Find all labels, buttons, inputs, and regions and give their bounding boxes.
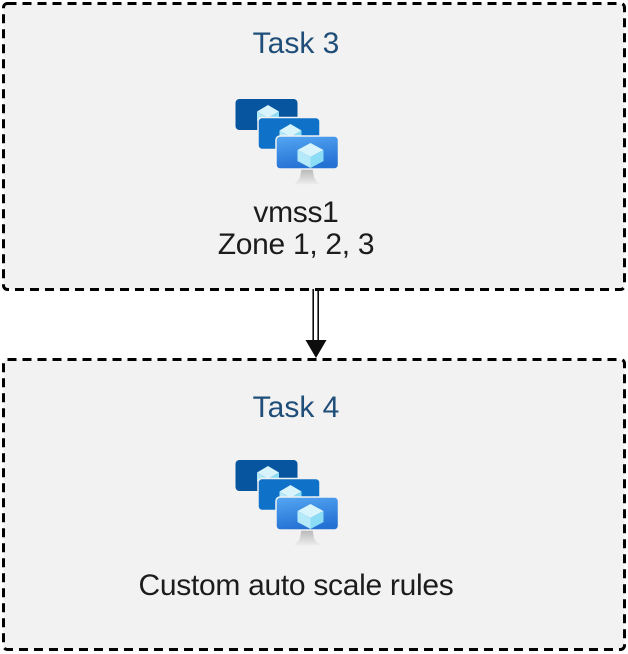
task4-box: Task 4 bbox=[2, 358, 626, 651]
cube-front bbox=[297, 504, 324, 529]
vm-scale-sets-icon bbox=[235, 460, 339, 547]
task4-caption: Custom auto scale rules bbox=[139, 570, 454, 602]
down-arrow bbox=[305, 289, 327, 358]
vm-scale-sets-icon bbox=[235, 99, 339, 186]
task3-content: Task 3 bbox=[0, 2, 608, 261]
cube-front bbox=[297, 143, 324, 168]
task3-box: Task 3 bbox=[2, 2, 626, 291]
zones-label: Zone 1, 2, 3 bbox=[217, 228, 375, 261]
task4-content: Task 4 bbox=[0, 358, 608, 602]
autoscale-rules-label: Custom auto scale rules bbox=[138, 569, 454, 602]
task3-caption: vmss1 Zone 1, 2, 3 bbox=[218, 197, 375, 261]
task4-title: Task 4 bbox=[252, 391, 340, 424]
task3-title: Task 3 bbox=[252, 27, 340, 60]
vmss-name-label: vmss1 bbox=[253, 196, 339, 229]
